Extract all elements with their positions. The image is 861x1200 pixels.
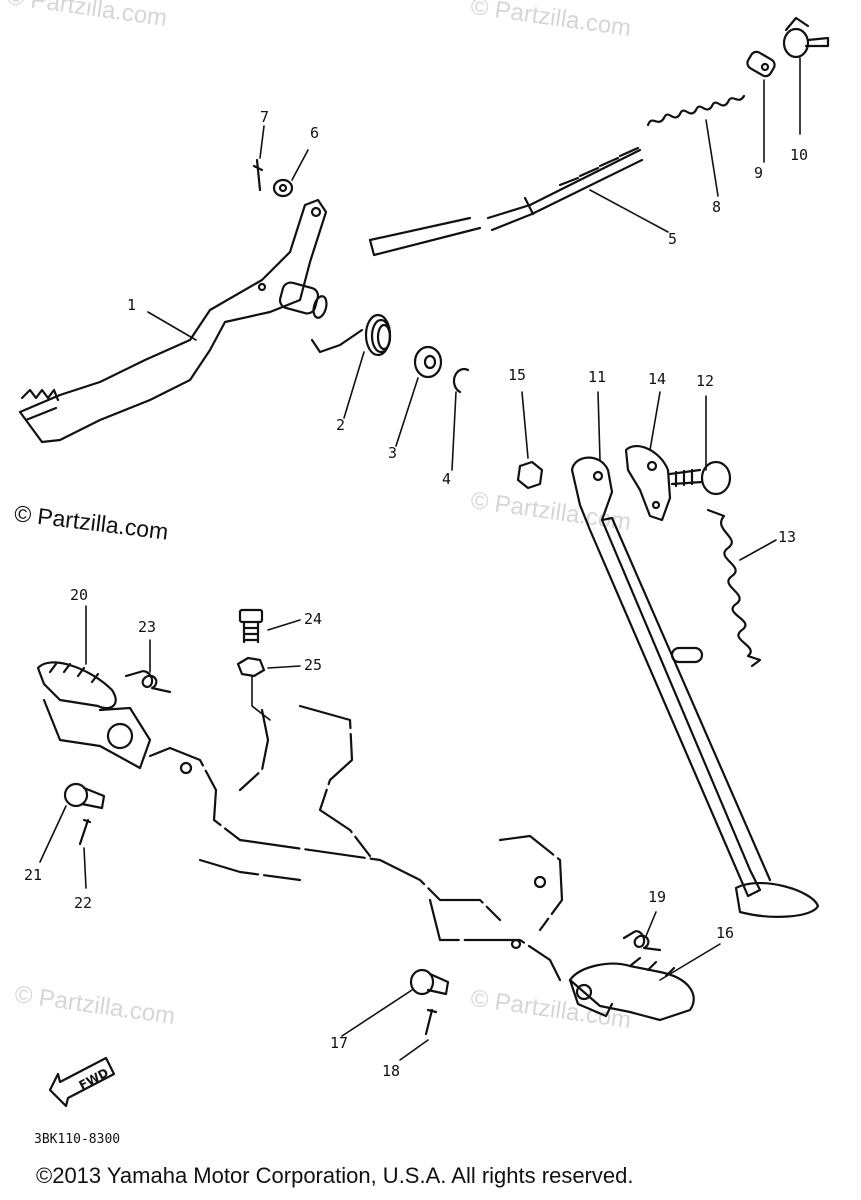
frame-part — [148, 704, 564, 982]
circlip-4-part — [452, 367, 470, 394]
part-label-22: 22 — [74, 894, 93, 912]
spring-19-part — [622, 930, 662, 952]
part-label-10: 10 — [790, 146, 809, 164]
nut-25-part — [236, 656, 266, 678]
frame-hole — [533, 875, 547, 889]
part-label-11: 11 — [588, 368, 607, 386]
part-label-13: 13 — [778, 528, 797, 546]
cotter-pin-22-part — [78, 818, 92, 846]
diagram-code: 3BK110-8300 — [34, 1132, 121, 1147]
part-label-24: 24 — [304, 610, 323, 628]
part-label-18: 18 — [382, 1062, 401, 1080]
part-label-20: 20 — [70, 586, 89, 604]
part-label-23: 23 — [138, 618, 157, 636]
leader-lines — [39, 57, 801, 1061]
brake-rod-part — [368, 146, 644, 257]
part-label-16: 16 — [716, 924, 735, 942]
part-label-2: 2 — [336, 416, 346, 434]
wing-nut-10-part — [782, 16, 830, 59]
part-label-4: 4 — [442, 470, 452, 488]
part-label-15: 15 — [508, 366, 527, 384]
spring-2-part — [310, 313, 392, 357]
part-label-5: 5 — [668, 230, 678, 248]
bolt-12-part — [668, 460, 732, 496]
bolt-24-part — [238, 608, 264, 644]
frame-hole — [179, 761, 193, 775]
washer-3-part — [413, 345, 443, 379]
part-label-19: 19 — [648, 888, 667, 906]
part-label-12: 12 — [696, 372, 715, 390]
cotter-pin-18-part — [424, 1008, 438, 1036]
cotter-pin-7-part — [252, 158, 264, 192]
part-label-1: 1 — [127, 296, 137, 314]
footrest-16-part — [568, 956, 695, 1022]
nut-15-part — [516, 460, 544, 490]
spring-13-part — [706, 508, 762, 668]
part-label-21: 21 — [24, 866, 43, 884]
part-label-8: 8 — [712, 198, 722, 216]
sidestand-part — [570, 456, 820, 918]
brake-pedal-part — [18, 198, 328, 444]
washer-6-part — [272, 178, 294, 198]
fwd-arrow-icon — [48, 1056, 116, 1108]
copyright-notice: ©2013 Yamaha Motor Corporation, U.S.A. A… — [36, 1163, 634, 1188]
part-label-7: 7 — [260, 108, 270, 126]
pin-part — [670, 646, 704, 664]
part-label-9: 9 — [754, 164, 764, 182]
pin-17-part — [409, 968, 450, 996]
joint-9-part — [746, 50, 776, 78]
part-label-6: 6 — [310, 124, 320, 142]
footrest-20-part — [36, 661, 152, 770]
bracket-14-part — [624, 444, 672, 522]
spring-8-part — [646, 94, 746, 127]
part-label-3: 3 — [388, 444, 398, 462]
part-label-17: 17 — [330, 1034, 349, 1052]
frame-hole — [510, 938, 522, 950]
pin-21-part — [63, 782, 106, 810]
spring-23-part — [124, 670, 172, 694]
part-label-25: 25 — [304, 656, 323, 674]
part-label-14: 14 — [648, 370, 667, 388]
